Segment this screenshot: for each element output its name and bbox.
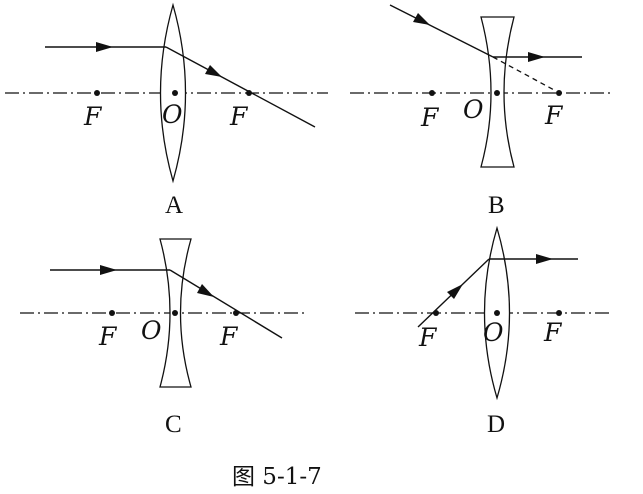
panel-d-left-focus-point [433,310,439,316]
panel-b-center-label: O [463,95,484,124]
panel-b-left-focus-label: F [420,103,440,132]
panel-b-arrowhead-incident [413,13,430,25]
panel-c-arrowhead-refracted [197,284,214,297]
panel-d-right-focus-label: F [543,318,563,347]
panel-a-left-focus-label: F [83,102,103,131]
panel-d-center-label: O [483,318,504,347]
panel-a-center-label: O [162,100,183,129]
panel-b-right-focus-label: F [544,101,564,130]
panel-d-right-focus-point [556,310,562,316]
panel-d-left-focus-label: F [418,323,438,352]
panel-b: F O F B [350,4,612,219]
panel-b-right-focus-point [556,90,562,96]
panel-c-left-focus-point [109,310,115,316]
figure-caption: 图 5-1-7 [232,464,322,490]
panel-a-arrowhead-incident [96,42,113,52]
panel-b-incident-ray [389,4,494,58]
panel-b-extension-to-focus [492,56,557,92]
panel-a-optical-center-point [172,90,178,96]
panel-c-optical-center-point [172,310,178,316]
panel-a: F O F A [5,2,328,219]
panel-d-optical-center-point [494,310,500,316]
panel-a-right-focus-point [246,90,252,96]
panel-a-arrowhead-refracted [205,65,222,77]
panel-a-right-focus-label: F [229,102,249,131]
panel-c-refracted-ray [169,269,283,339]
panel-a-title: A [165,192,183,219]
panel-b-optical-center-point [494,90,500,96]
panel-c-right-focus-label: F [219,322,239,351]
panel-b-title: B [488,192,505,219]
panel-a-left-focus-point [94,90,100,96]
panel-d-title: D [487,411,505,438]
panel-b-arrowhead-refracted [528,52,545,62]
panel-c-title: C [165,411,182,438]
panel-c-left-focus-label: F [98,322,118,351]
panel-d-arrowhead-refracted [536,254,553,264]
panel-d-arrowhead-incident [447,284,463,299]
panel-d: F O F D [355,225,612,438]
panel-a-refracted-ray [165,46,316,128]
panel-c-center-label: O [141,316,162,345]
panel-c-arrowhead-incident [100,265,117,275]
panel-b-left-focus-point [429,90,435,96]
panel-c: F O F C [20,238,308,438]
panel-c-right-focus-point [233,310,239,316]
